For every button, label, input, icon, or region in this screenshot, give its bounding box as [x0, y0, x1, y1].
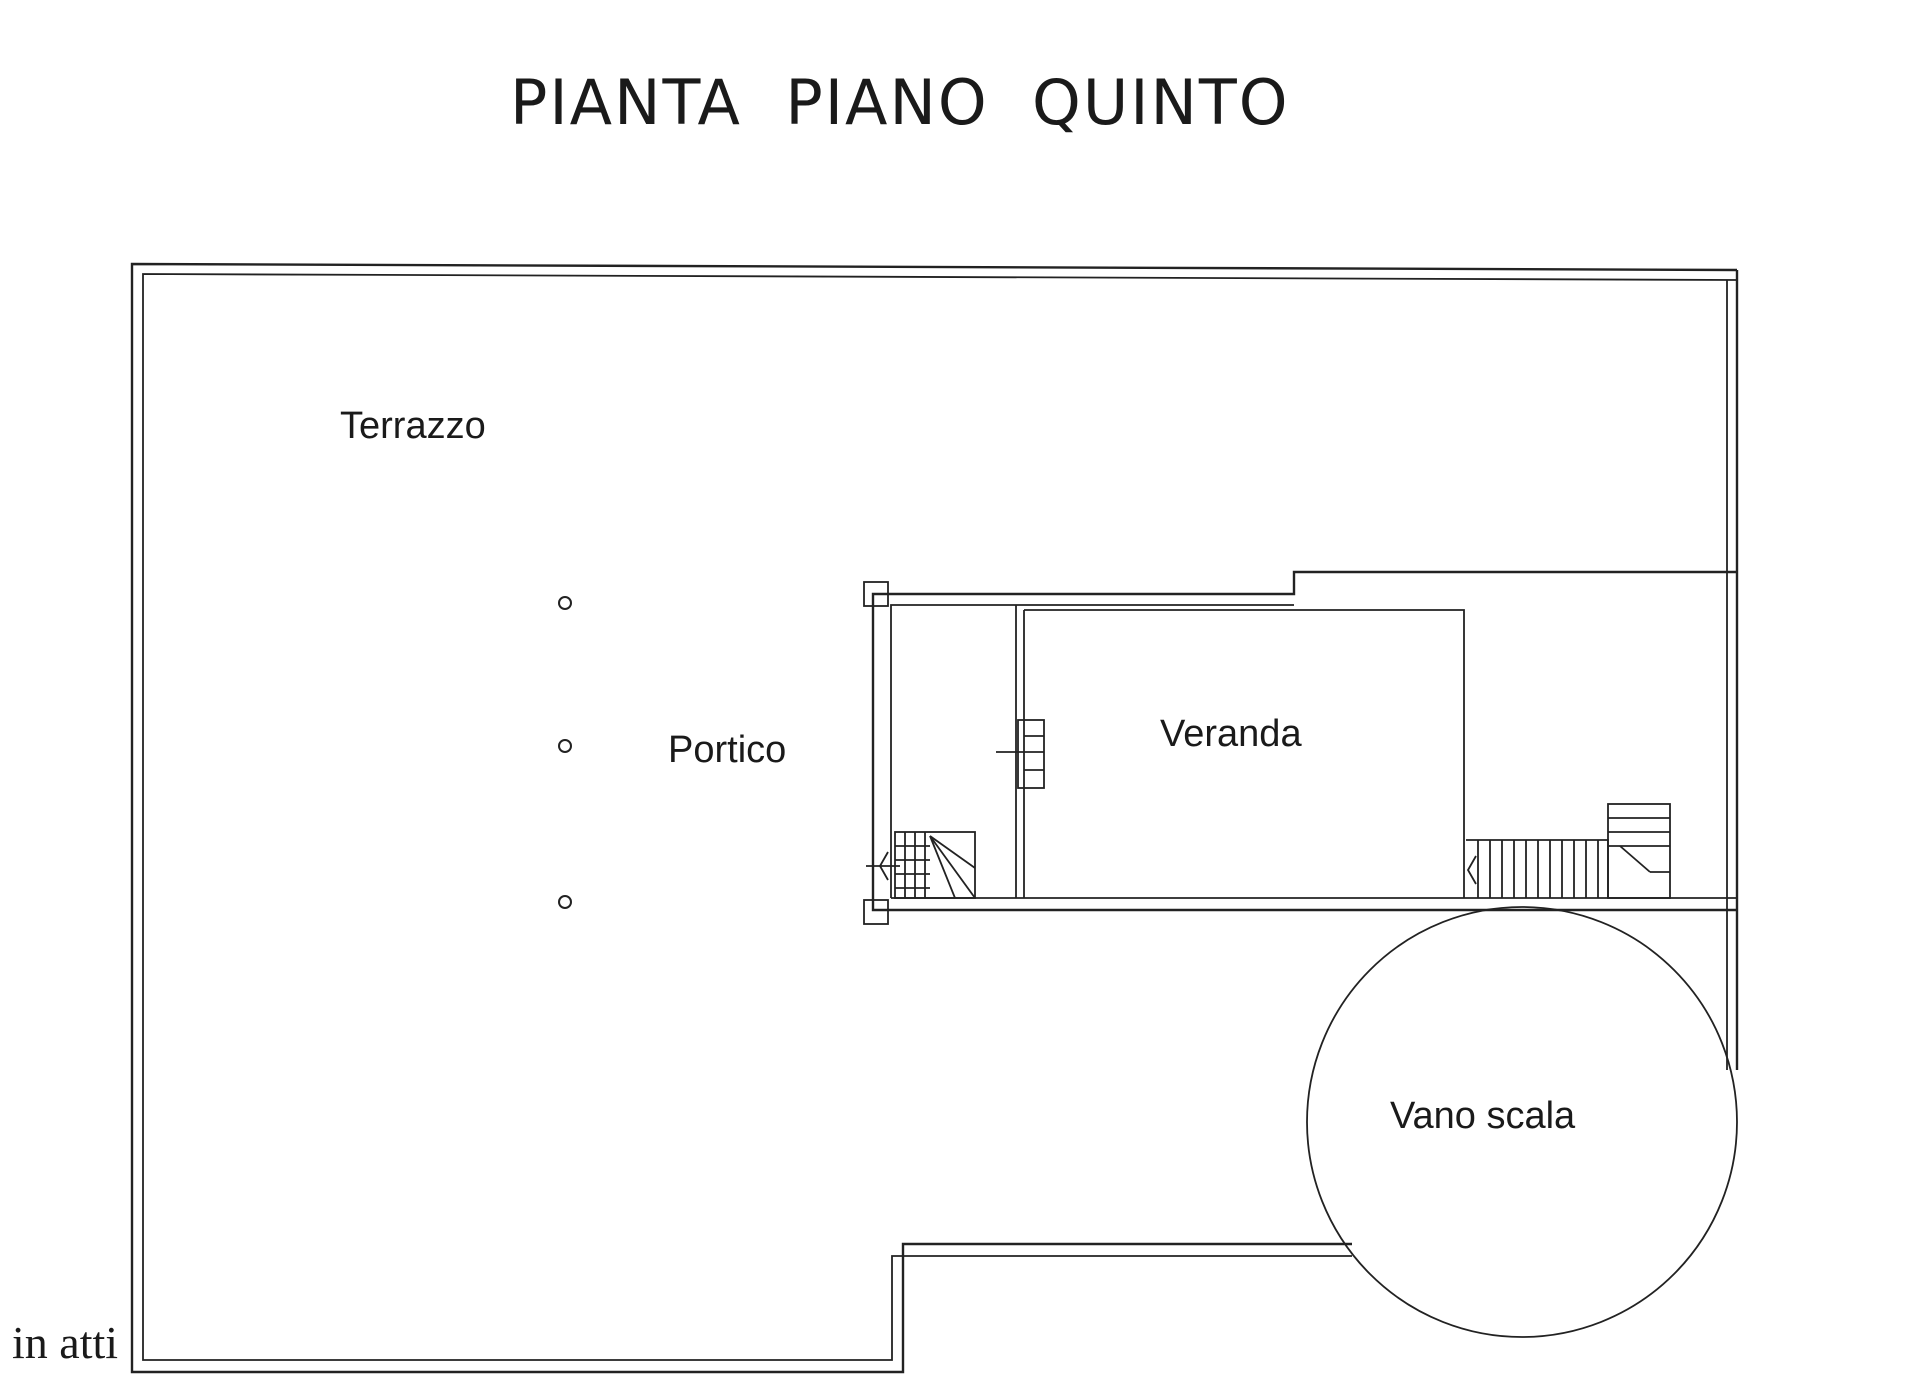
outer-perimeter — [130, 262, 1739, 1374]
room-label-veranda: Veranda — [1160, 713, 1302, 755]
stair-right — [1466, 803, 1671, 899]
portico-columns — [558, 596, 572, 909]
column-3 — [558, 895, 572, 909]
column-2 — [558, 739, 572, 753]
room-label-portico: Portico — [668, 729, 786, 771]
room-label-vano-scala: Vano scala — [1390, 1095, 1576, 1137]
stair-left — [866, 831, 976, 899]
plan-title: PIANTA PIANO QUINTO — [510, 66, 1290, 139]
column-1 — [558, 596, 572, 610]
veranda-block — [863, 570, 1737, 925]
stairwell-circle — [1306, 906, 1738, 1338]
room-label-terrazzo: Terrazzo — [340, 405, 486, 447]
margin-note: in atti — [12, 1317, 118, 1368]
